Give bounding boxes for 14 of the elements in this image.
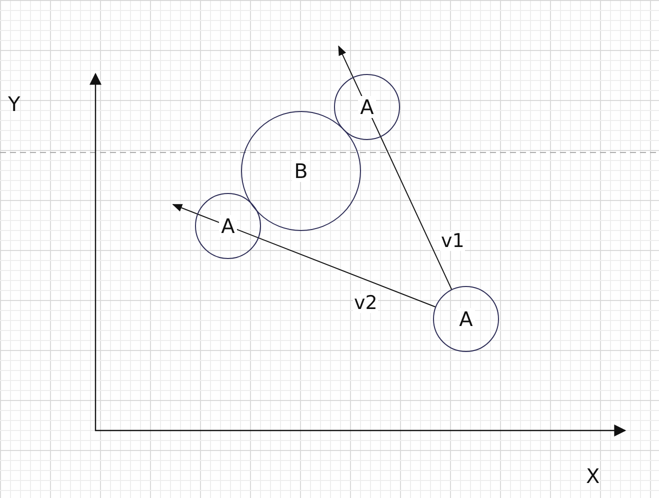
node-label: A <box>358 96 376 118</box>
node-label: A <box>219 215 237 237</box>
node-label: B <box>292 160 310 182</box>
edge-label: v2 <box>353 294 378 313</box>
node-label: A <box>457 308 475 330</box>
circle-node <box>433 286 499 352</box>
vector-arrow <box>172 204 436 308</box>
axis-label: Y <box>8 94 20 114</box>
circle-node <box>195 193 261 259</box>
circle-node <box>334 74 400 140</box>
vector-arrow <box>338 45 452 290</box>
axis-label: X <box>586 466 600 486</box>
circle-node <box>241 111 361 231</box>
edge-label: v1 <box>440 232 466 251</box>
